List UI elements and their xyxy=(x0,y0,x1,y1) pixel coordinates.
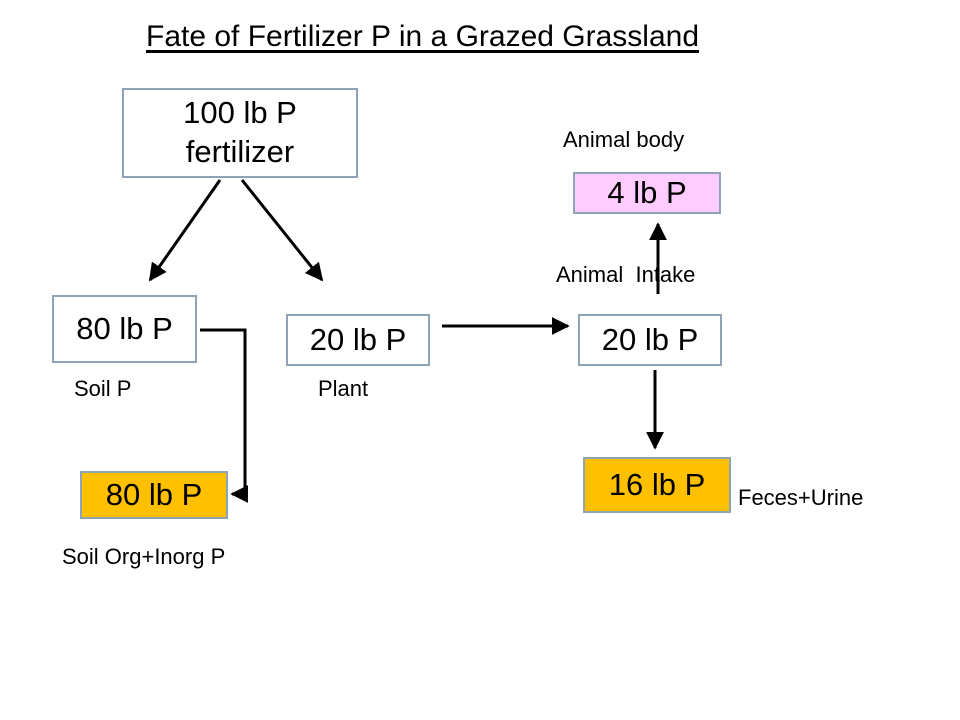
feces-box: 16 lb P xyxy=(583,457,731,513)
animal-body-label: Animal body xyxy=(563,127,685,152)
arrow-fertilizer-to-soil xyxy=(148,179,222,282)
soil-org-value: 80 lb P xyxy=(105,476,203,512)
arrow-fertilizer-to-plant xyxy=(240,179,324,282)
plant-box: 20 lb P xyxy=(286,314,430,366)
fertilizer-amount: 100 lb P xyxy=(183,95,297,131)
feces-value: 16 lb P xyxy=(608,466,706,502)
animal-intake-box: 20 lb P xyxy=(578,314,722,366)
animal-intake-value: 20 lb P xyxy=(601,321,699,357)
soil-p-label: Soil P xyxy=(74,376,132,401)
plant-label: Plant xyxy=(318,376,369,401)
animal-body-value: 4 lb P xyxy=(607,174,687,210)
page-title: Fate of Fertilizer P in a Grazed Grassla… xyxy=(146,20,700,53)
plant-value: 20 lb P xyxy=(309,321,407,357)
soil-org-box: 80 lb P xyxy=(80,471,228,519)
soil-p-value: 80 lb P xyxy=(76,310,173,346)
soil-org-label: Soil Org+Inorg P xyxy=(62,544,226,569)
animal-intake-label: Animal Intake xyxy=(556,262,696,287)
feces-label: Feces+Urine xyxy=(738,485,864,510)
arrow-soil-to-soil-org xyxy=(200,328,249,503)
soil-p-box: 80 lb P xyxy=(52,295,197,363)
fertilizer-label: fertilizer xyxy=(185,134,295,169)
animal-body-box: 4 lb P xyxy=(573,172,721,214)
fertilizer-box: 100 lb P fertilizer xyxy=(122,88,358,178)
